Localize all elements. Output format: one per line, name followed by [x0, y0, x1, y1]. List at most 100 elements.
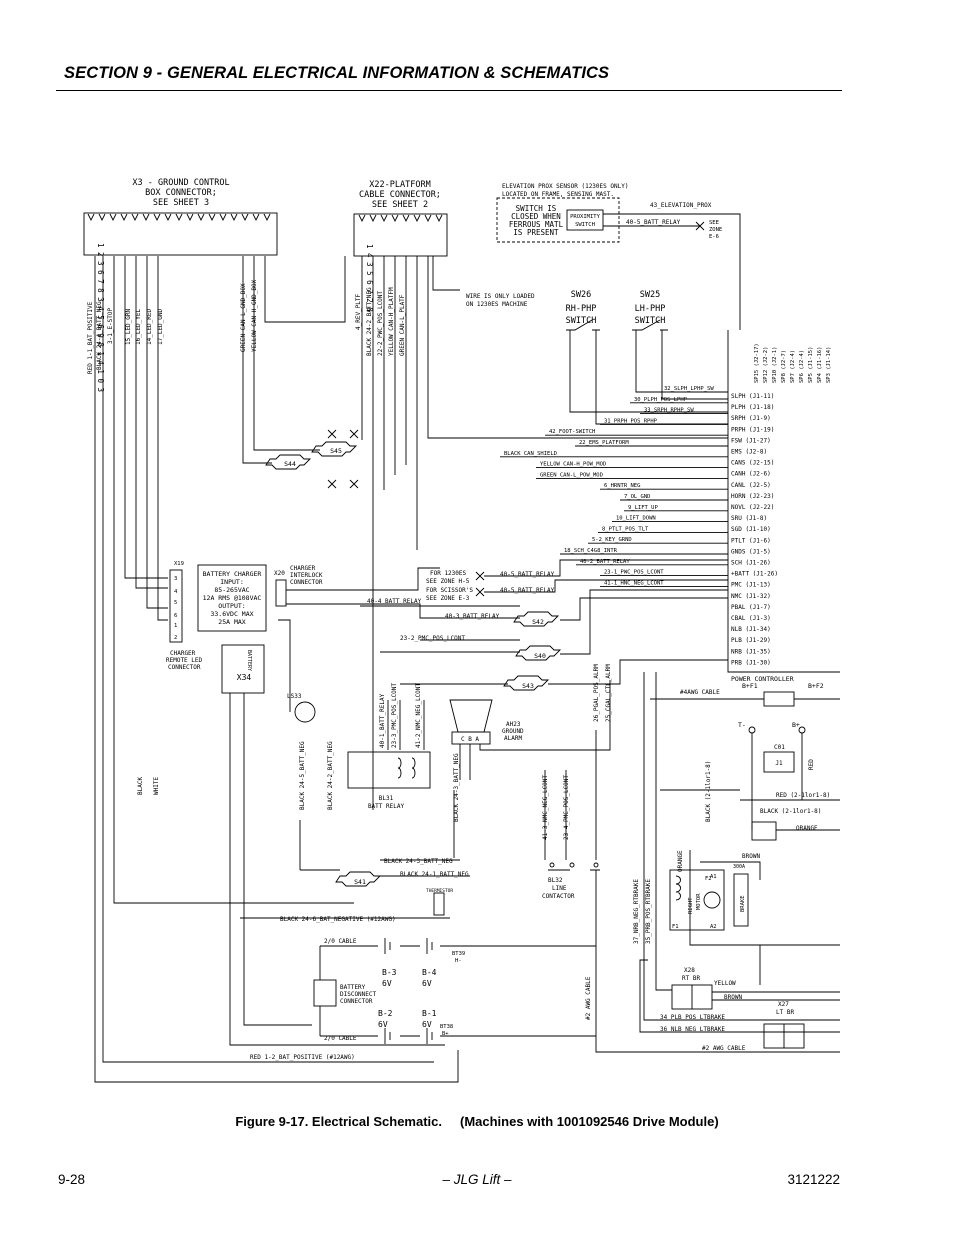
svg-text:A2: A2: [710, 924, 717, 930]
svg-text:YELLOW CAN-H_PLATFM: YELLOW CAN-H_PLATFM: [388, 287, 395, 356]
bus-wires: 32_SLPH_LPHP_SW30_PLPH_POS_LPHP33_SRPH_R…: [500, 386, 728, 587]
svg-text:3: 3: [174, 576, 177, 582]
svg-text:40-3_BATT_RELAY: 40-3_BATT_RELAY: [445, 613, 500, 620]
bus-wire-label: 42_FOOT-SWITCH: [549, 429, 595, 435]
svg-text:40-4_BATT_RELAY: 40-4_BATT_RELAY: [367, 598, 422, 605]
bus-wire-label: 33_SRPH_RPHP_SW: [644, 408, 694, 414]
power-stage: #4AWG CABLE B+F1 B+F2 T- B+ C01 J1 RED R…: [650, 682, 840, 985]
svg-text:GREEN CAN-L_GND_BOX: GREEN CAN-L_GND_BOX: [240, 283, 247, 352]
svg-text:#2 AWG CABLE: #2 AWG CABLE: [702, 1045, 746, 1052]
terminal-label: NLB (J1-34): [731, 626, 771, 633]
x3-wire-runs: RED 1-1_BAT_POSITIVE BLACK 24-4_BATT_NEG…: [87, 256, 459, 1083]
bus-wire-label: 6_HRNTR_NEG: [604, 483, 640, 489]
bus-wire-label: YELLOW CAN-H_POW_MOD: [540, 462, 606, 468]
svg-text:SWITCH: SWITCH: [575, 222, 595, 228]
bus-wire-label: 30_PLPH_POS_LPHP: [634, 397, 688, 403]
svg-text:YELLOW CAN-H_GND_BOX: YELLOW CAN-H_GND_BOX: [251, 279, 258, 352]
terminal-label: PLPH (J1-18): [731, 404, 774, 411]
svg-text:S42: S42: [532, 618, 544, 626]
svg-text:2/0 CABLE: 2/0 CABLE: [324, 938, 357, 945]
svg-text:H-: H-: [455, 958, 462, 964]
svg-text:X22-PLATFORM: X22-PLATFORM: [369, 180, 430, 190]
terminal-label: CBAL (J1-3): [731, 615, 771, 622]
svg-text:43_ELEVATION_PROX: 43_ELEVATION_PROX: [650, 202, 712, 209]
svg-text:SEE: SEE: [709, 220, 719, 226]
terminal-label: PTLT (J1-6): [731, 537, 771, 544]
spare-pin-labels: SP15 (J2-17)SP12 (J2-2)SP10 (J2-1)SP8 (J…: [754, 343, 832, 383]
bus-wire-label: BLACK CAN_SHIELD: [504, 451, 557, 457]
svg-text:RT BR: RT BR: [682, 975, 700, 982]
svg-text:4: 4: [174, 589, 178, 595]
battery-charger: X19 3 4 5 6 1 2 CHARGER REMOTE LED CONNE…: [137, 561, 520, 1046]
line-contactor-bl32: BL32 LINE CONTACTOR: [542, 862, 840, 1053]
svg-text:BROWN: BROWN: [724, 994, 742, 1001]
spare-pin-label: SP8 (J2-7): [781, 350, 787, 383]
svg-text:4_REV_PLTF: 4_REV_PLTF: [355, 293, 362, 330]
svg-text:1: 1: [174, 623, 177, 629]
header-rule: [56, 90, 842, 91]
svg-text:6V: 6V: [422, 1020, 432, 1029]
spare-pin-label: SP7 (J2-4): [790, 350, 796, 383]
svg-text:1 4 3 5 6 7 2 8: 1 4 3 5 6 7 2 8: [365, 244, 374, 312]
terminal-label: CANL (J2-5): [731, 482, 771, 489]
svg-text:RIGHT: RIGHT: [688, 897, 694, 914]
svg-text:35_PRB_POS_RTBRAKE: 35_PRB_POS_RTBRAKE: [645, 879, 652, 944]
mid-vertical-labels: 40-1_BATT_RELAY 23-3_PMC_POS_LCONT 41-2_…: [299, 664, 612, 870]
svg-text:E-6: E-6: [709, 234, 719, 240]
svg-text:22-2_PWC_POS_LCONT: 22-2_PWC_POS_LCONT: [377, 291, 384, 356]
svg-text:INPUT:: INPUT:: [220, 578, 243, 586]
svg-text:CONNECTOR: CONNECTOR: [168, 664, 201, 671]
svg-text:BLACK: BLACK: [137, 777, 144, 795]
svg-text:C01: C01: [774, 744, 785, 751]
svg-text:BT39: BT39: [452, 951, 465, 957]
svg-text:6: 6: [174, 613, 177, 619]
svg-text:1 2 3 6 7 8 3 4 5 6 9 8 1 4 1: 1 2 3 6 7 8 3 4 5 6 9 8 1 4 1 0 3: [96, 243, 105, 392]
svg-text:34_PLB_POS_LTBRAKE: 34_PLB_POS_LTBRAKE: [660, 1014, 725, 1021]
svg-text:BRAKE: BRAKE: [740, 895, 746, 912]
wire-note-leader: [432, 256, 460, 291]
svg-text:ORANGE: ORANGE: [677, 850, 684, 872]
svg-text:B-4: B-4: [422, 968, 437, 977]
page-number: 9-28: [58, 1172, 86, 1187]
svg-text:LINE: LINE: [552, 885, 567, 892]
terminal-label: PRPH (J1-19): [731, 426, 774, 433]
svg-text:GREEN CAN-L_PLATF: GREEN CAN-L_PLATF: [399, 294, 406, 356]
svg-text:SEE ZONE H-5: SEE ZONE H-5: [426, 578, 470, 585]
svg-text:6V: 6V: [422, 979, 432, 988]
svg-text:23-3_PMC_POS_LCONT: 23-3_PMC_POS_LCONT: [391, 683, 398, 748]
svg-text:CONNECTOR: CONNECTOR: [340, 998, 373, 1005]
terminal-label: PLB (J1-29): [731, 637, 771, 644]
bus-wire-label: 5-2_KEY_GRND: [592, 537, 632, 543]
svg-text:40-5_BATT_RELAY: 40-5_BATT_RELAY: [626, 219, 681, 226]
svg-text:SW26: SW26: [571, 290, 591, 300]
bus-wire-label: 31_PRPH_POS_RPHP: [604, 418, 658, 424]
svg-text:26_PGAL_POS_ALRM: 26_PGAL_POS_ALRM: [593, 664, 600, 722]
svg-text:37_NRB_NEG_RTBRAKE: 37_NRB_NEG_RTBRAKE: [633, 879, 640, 944]
terminal-label: GNDS (J1-5): [731, 548, 771, 555]
battery-bank: 2/0 CABLE 2/0 CABLE B-3 6V B-4 6V B-2 6V…: [313, 938, 596, 1044]
terminal-label: SCH (J1-26): [731, 560, 771, 567]
svg-text:3-1_E-STOP: 3-1_E-STOP: [107, 307, 114, 344]
svg-text:RED (2-1lor1-8): RED (2-1lor1-8): [776, 792, 830, 799]
svg-text:LH-PHP: LH-PHP: [635, 304, 666, 314]
svg-text:B+: B+: [442, 1031, 449, 1037]
svg-text:BATTERY CHARGER: BATTERY CHARGER: [203, 570, 262, 578]
terminal-label: EMS (J2-8): [731, 449, 767, 456]
svg-text:14_LED_RED: 14_LED_RED: [146, 308, 153, 345]
terminal-label: CANS (J2-15): [731, 460, 774, 467]
svg-text:#4AWG CABLE: #4AWG CABLE: [680, 689, 720, 696]
svg-text:BLACK (2-1lor1-8): BLACK (2-1lor1-8): [705, 761, 712, 822]
svg-text:FOR 1230ES: FOR 1230ES: [430, 570, 467, 577]
svg-text:BLACK (2-1lor1-8): BLACK (2-1lor1-8): [760, 808, 821, 815]
bus-wire-label: 22_EMS_PLATFORM: [579, 440, 629, 446]
svg-text:33.6VDC MAX: 33.6VDC MAX: [210, 610, 253, 618]
splice-s44-s45: S45 S44: [265, 429, 359, 489]
spare-pin-label: SP6 (J2-4): [799, 350, 805, 383]
svg-text:F2: F2: [705, 876, 712, 882]
lamp-ls33: LS33: [278, 619, 316, 723]
svg-text:40-5_BATT_RELAY: 40-5_BATT_RELAY: [500, 571, 555, 578]
batt-relay-bl31: BL31 BATT RELAY: [347, 751, 431, 810]
svg-text:WHITE: WHITE: [153, 777, 160, 795]
svg-text:MOTOR: MOTOR: [696, 893, 702, 910]
